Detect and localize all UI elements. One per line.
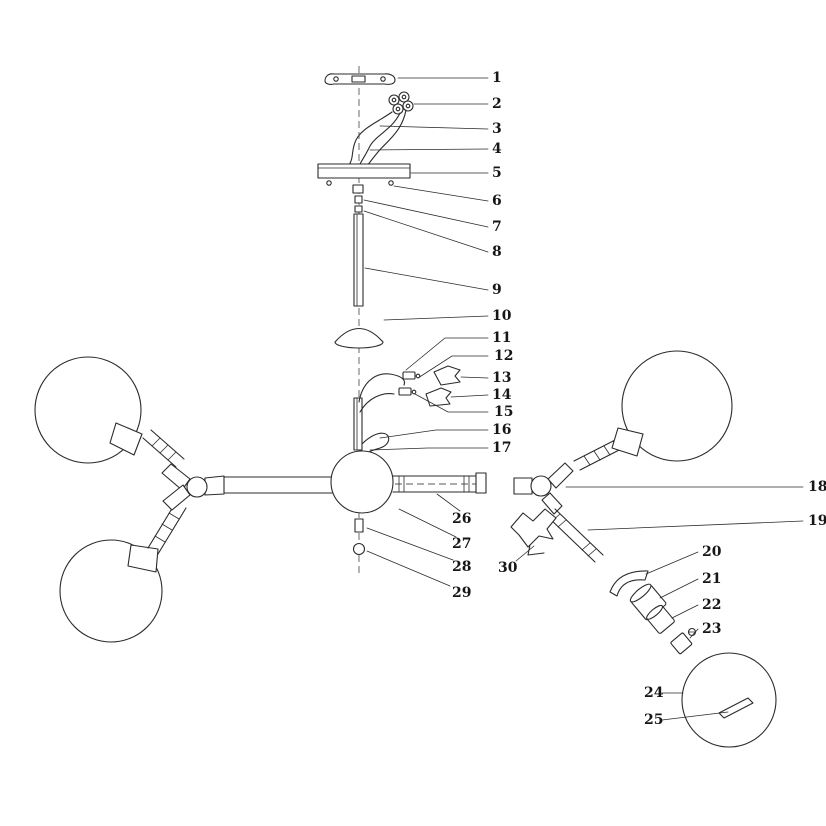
part-label-15: 15 — [494, 404, 513, 420]
part-labels: 1 2 3 4 5 6 7 8 9 10 11 12 13 14 15 16 1… — [452, 70, 826, 728]
arm-end-cap — [475, 472, 487, 494]
part-label-16: 16 — [492, 422, 511, 438]
shade-cup-20 — [609, 570, 649, 597]
lamp-holder-23 — [670, 627, 697, 655]
arm-bottom-left — [147, 501, 187, 555]
arm-top-left — [142, 429, 185, 468]
leader-line-3 — [379, 125, 489, 130]
right-arm-connector — [513, 462, 574, 515]
stem-fitting-7 — [354, 195, 363, 204]
globe-socket-top-left — [109, 422, 143, 456]
leader-line-27 — [398, 508, 457, 538]
leader-line-28 — [366, 527, 454, 561]
leader-line-12 — [417, 355, 489, 379]
part-label-13: 13 — [492, 370, 511, 386]
part-label-28: 28 — [452, 559, 471, 575]
part-label-1: 1 — [492, 70, 502, 86]
part-label-23: 23 — [702, 621, 721, 637]
leader-line-15 — [414, 393, 489, 413]
leader-line-30 — [515, 545, 535, 562]
wing-nut-30 — [510, 508, 557, 556]
socket-fitting-13 — [433, 365, 461, 386]
leader-line-9 — [364, 267, 489, 291]
part-label-27: 27 — [452, 536, 471, 552]
leader-line-10 — [383, 315, 489, 321]
leader-line-20 — [645, 551, 699, 575]
right-globe-bottom — [681, 652, 777, 748]
mounting-bracket — [324, 73, 396, 85]
part-label-22: 22 — [702, 597, 721, 613]
part-label-19: 19 — [808, 513, 826, 529]
plate-screw-left — [326, 180, 332, 186]
part-label-5: 5 — [492, 165, 502, 181]
part-label-6: 6 — [492, 193, 502, 209]
part-label-25: 25 — [644, 712, 663, 728]
leader-line-26 — [436, 493, 461, 512]
part-label-4: 4 — [492, 141, 502, 157]
part-label-29: 29 — [452, 585, 471, 601]
part-label-18: 18 — [808, 479, 826, 495]
leader-line-25 — [661, 711, 729, 721]
part-label-7: 7 — [492, 219, 502, 235]
leader-line-16 — [379, 429, 489, 439]
left-arm-connector — [161, 463, 225, 511]
down-rod-19 — [546, 508, 604, 563]
stem-rod — [353, 213, 364, 307]
leader-line-13 — [460, 376, 489, 379]
left-horizontal-arm — [223, 476, 333, 494]
right-horizontal-arm — [392, 472, 487, 494]
part-label-30: 30 — [498, 560, 518, 576]
part-label-21: 21 — [702, 571, 721, 587]
part-label-8: 8 — [492, 244, 502, 260]
leader-line-19 — [587, 520, 804, 531]
left-globe-bottom — [59, 539, 163, 643]
leader-line-14 — [450, 394, 489, 398]
globe-socket-top-right — [611, 427, 644, 457]
leader-line-22 — [671, 604, 699, 619]
leader-line-7 — [363, 199, 489, 228]
leader-lines — [363, 77, 804, 721]
leader-line-4 — [369, 148, 489, 151]
leader-line-23 — [689, 628, 699, 639]
hub-wiring-cluster — [353, 371, 421, 455]
part-label-11: 11 — [492, 330, 511, 346]
finial-ball-29 — [352, 542, 366, 556]
central-hub — [330, 450, 394, 514]
part-label-10: 10 — [492, 308, 512, 324]
leader-line-29 — [366, 550, 451, 587]
left-globe-top — [34, 356, 143, 464]
wire-connector-12 — [402, 371, 416, 380]
canopy-dome — [334, 328, 384, 349]
wire-connector-15 — [398, 387, 412, 396]
part-label-2: 2 — [492, 96, 502, 112]
part-label-24: 24 — [644, 685, 664, 701]
leader-line-8 — [363, 210, 489, 253]
leader-line-21 — [659, 578, 699, 599]
leader-line-17 — [369, 447, 489, 451]
part-label-12: 12 — [494, 348, 513, 364]
supply-wires — [348, 109, 407, 167]
part-label-26: 26 — [452, 511, 471, 527]
part-label-9: 9 — [492, 282, 502, 298]
part-label-14: 14 — [492, 387, 512, 403]
leader-line-6 — [393, 185, 489, 202]
plate-screw-right — [388, 180, 394, 186]
diffuser-strip-25 — [718, 697, 754, 719]
leader-line-11 — [405, 337, 489, 371]
globe-socket-bottom-left — [127, 544, 159, 573]
socket-fitting-14 — [425, 387, 452, 407]
stem-fitting-6 — [352, 184, 364, 194]
stem-fitting-8 — [354, 205, 363, 213]
right-globe-top — [611, 350, 733, 462]
part-label-3: 3 — [492, 121, 502, 137]
part-label-17: 17 — [492, 440, 511, 456]
terminal-block — [388, 91, 414, 115]
hub-fitting-28 — [354, 518, 364, 533]
cylinder-22 — [646, 604, 675, 634]
part-label-20: 20 — [702, 544, 722, 560]
ceiling-plate — [317, 163, 411, 186]
